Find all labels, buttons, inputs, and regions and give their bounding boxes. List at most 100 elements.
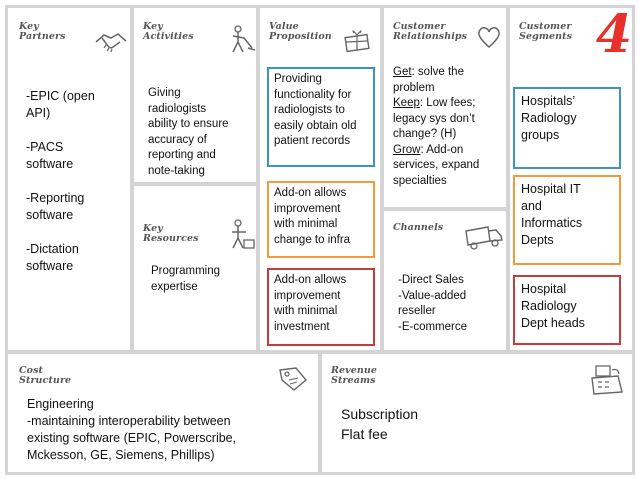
value-line: Providing (274, 73, 322, 85)
title-line: Activities (143, 31, 194, 42)
keep-line: Keep: Low fees; (393, 96, 508, 112)
title-line: Key (19, 21, 39, 32)
partner-item: API) (26, 106, 51, 120)
value-line: functionality for (274, 88, 352, 101)
cost-line: Mckesson, GE, Siemens, Phillips) (27, 448, 215, 462)
activity-line: note-taking (148, 164, 205, 177)
title-line: Key (143, 223, 163, 234)
channel-item: -E-commerce (398, 320, 468, 333)
revenue-streams-panel: Revenue Streams Subscription Flat fee (319, 351, 635, 475)
keep-text: : Low fees; (419, 97, 476, 109)
partner-item: -Dictation (26, 242, 79, 256)
grow-cont: services, expand (393, 159, 480, 171)
value-line: with minimal (274, 218, 338, 230)
revenue-line: Subscription (341, 406, 419, 422)
partner-item: -PACS (26, 140, 64, 154)
value-proposition-panel: Value Proposition Providing functionalit… (257, 5, 383, 353)
segment-line: Radiology (521, 299, 577, 313)
title-line: Partners (19, 31, 66, 42)
segment-box-dept-heads: Hospital Radiology Dept heads (513, 275, 621, 345)
title-line: Relationships (393, 31, 468, 42)
value-line: with minimal (274, 305, 338, 317)
channels-list: -Direct Sales -Value-added reseller -E-c… (398, 273, 508, 335)
title-line: Streams (331, 375, 376, 386)
customer-relationships-text: Get: solve the problem Keep: Low fees; l… (393, 65, 508, 189)
slide-number-text: 4 (596, 6, 632, 62)
title-line: Proposition (269, 31, 332, 42)
segment-line: and (521, 199, 542, 213)
title-line: Customer (519, 21, 572, 32)
title-line: Channels (393, 222, 444, 233)
segment-line: Dept heads (521, 316, 585, 330)
channel-item: -Value-added (398, 289, 467, 302)
partner-item: software (26, 259, 74, 273)
revenue-streams-title: Revenue Streams (331, 366, 377, 386)
grow-cont: specialties (393, 174, 447, 187)
revenue-streams-text: Subscription Flat fee (341, 404, 581, 444)
slide-number: 4 (592, 4, 636, 65)
activity-line: radiologists (148, 102, 207, 115)
partner-item: software (26, 157, 74, 171)
title-line: Key (143, 21, 163, 32)
key-resources-text: Programming expertise (151, 264, 256, 295)
heart-icon (478, 27, 500, 49)
customer-segments-title: Customer Segments (519, 22, 572, 42)
activity-line: ability to ensure (148, 118, 229, 130)
segment-line: Informatics (521, 216, 583, 230)
channels-title: Channels (393, 223, 443, 233)
activity-line: Giving (148, 87, 181, 99)
key-partners-panel: Key Partners -EPIC (open API) -PACS soft… (5, 5, 133, 353)
value-box-infra: Add-on allows improvement with minimal c… (267, 181, 375, 258)
price-tag-icon (279, 367, 307, 391)
cash-register-icon (591, 365, 623, 395)
value-line: investment (274, 320, 330, 333)
cost-line: -maintaining interoperability between (27, 414, 231, 428)
gift-icon (344, 30, 370, 53)
grow-label: Grow (393, 143, 421, 156)
handshake-icon (95, 33, 127, 53)
resource-line: Programming (151, 265, 221, 277)
grow-text: : Add-on (420, 143, 464, 156)
value-line: easily obtain old (274, 119, 357, 132)
cost-line: existing software (EPIC, Powerscribe, (27, 431, 237, 445)
key-resources-title: Key Resources (143, 224, 199, 244)
title-line: Structure (19, 375, 72, 386)
partner-item: software (26, 208, 74, 222)
value-box-investment: Add-on allows improvement with minimal i… (267, 268, 375, 346)
key-activities-panel: Key Activities Giving radiologists abili… (131, 5, 259, 185)
segment-line: Radiology (521, 111, 577, 125)
keep-label: Keep (393, 97, 420, 109)
worker-icon (232, 219, 255, 249)
key-partners-title: Key Partners (19, 22, 66, 42)
channel-item: -Direct Sales (398, 274, 464, 286)
segment-line: groups (521, 128, 560, 142)
segment-line: Depts (521, 233, 554, 247)
gardener-icon (232, 25, 256, 53)
get-line: Get: solve the (393, 65, 508, 81)
channel-item: reseller (398, 305, 436, 317)
activity-line: accuracy of (148, 133, 207, 146)
key-partners-list: -EPIC (open API) -PACS software -Reporti… (26, 88, 131, 275)
value-line: Add-on allows (274, 187, 347, 199)
value-box-functionality: Providing functionality for radiologists… (267, 67, 375, 167)
get-text: : solve the (411, 66, 464, 78)
cost-structure-text: Engineering -maintaining interoperabilit… (27, 396, 319, 464)
segment-line: Hospital (521, 282, 567, 296)
get-label: Get (393, 66, 412, 78)
cost-line: Engineering (27, 397, 94, 411)
slide-number-graphic: 4 (596, 4, 632, 65)
title-line: Revenue (331, 365, 378, 376)
key-activities-text: Giving radiologists ability to ensure ac… (148, 86, 258, 179)
keep-cont: change? (H) (393, 128, 457, 140)
value-line: improvement (274, 289, 341, 302)
customer-relationships-panel: Customer Relationships Get: solve the pr… (381, 5, 509, 210)
value-line: change to infra (274, 233, 351, 246)
title-line: Customer (393, 21, 446, 32)
value-proposition-title: Value Proposition (269, 22, 332, 42)
resource-line: expertise (151, 280, 198, 293)
truck-icon (465, 226, 503, 250)
customer-segments-panel: Customer Segments Hospitals’ Radiology g… (507, 5, 635, 353)
segment-line: Hospital IT (521, 182, 581, 196)
channels-panel: Channels -Direct Sales -Value-added rese… (381, 208, 509, 353)
